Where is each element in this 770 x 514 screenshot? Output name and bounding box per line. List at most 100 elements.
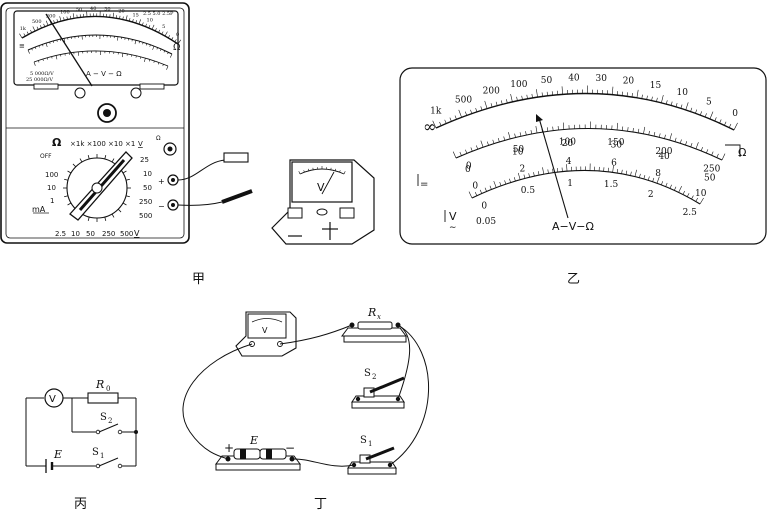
dial-dc-tick	[700, 147, 703, 151]
multimeter-acv-range-4: 250	[139, 198, 152, 206]
black-probe-tip[interactable]	[221, 189, 253, 204]
multimeter-face-class: 2.5 5.0 2.5P	[143, 11, 174, 17]
real-s1-lever[interactable]	[365, 446, 395, 461]
dial-ac-tick	[682, 190, 686, 195]
multimeter-ohm-label: 40	[90, 6, 96, 12]
voltmeter-face-label: V	[317, 181, 325, 194]
real-s2-label: S	[364, 368, 371, 379]
multimeter-ohm-tick	[171, 37, 174, 40]
multimeter-left-tab	[33, 83, 59, 90]
dial-dc-tick	[637, 128, 640, 133]
multimeter-ohm-tick	[151, 24, 155, 30]
multimeter-dc-tick	[38, 45, 40, 48]
multimeter-ac-tick	[55, 55, 58, 60]
dial-ac-symbol: V	[449, 210, 457, 223]
dial-dc-tick	[679, 139, 682, 144]
dial-ohm-tick	[661, 95, 664, 103]
red-probe-tip[interactable]	[223, 152, 249, 163]
multimeter-ma-range-2: 10	[47, 184, 56, 192]
voltmeter-terminal-left[interactable]	[287, 207, 303, 219]
dial-ac-tick	[484, 187, 487, 192]
selector-position-tick	[67, 170, 72, 174]
dial-ac-tick	[678, 185, 682, 193]
multimeter-dc-tick	[52, 40, 55, 43]
real-s2-terminal-left[interactable]	[355, 396, 361, 402]
real-s1-plinth	[347, 467, 397, 475]
multimeter-ohm-tick	[63, 17, 65, 21]
dial-low-label: 4	[566, 157, 572, 167]
dial-ac-label: 1	[567, 179, 573, 189]
multimeter-acv-ranges: 25 10 50 250 500	[139, 156, 152, 220]
multimeter-ohm-tick	[135, 20, 137, 24]
multimeter-needle	[45, 13, 93, 87]
dial-dc-label: 50	[513, 145, 525, 155]
dial-dc-tick	[452, 151, 457, 159]
dial-dc-tick	[632, 127, 634, 132]
multimeter-ac-tick	[153, 60, 155, 63]
wire-vm-to-battery	[182, 343, 253, 460]
selector-position-tick	[67, 202, 72, 206]
multimeter-ohm-tick	[161, 31, 164, 35]
voltmeter-tick	[307, 168, 310, 171]
dial-ac-tick	[504, 180, 507, 185]
multimeter-dc-tick	[142, 42, 144, 45]
dial-dc-tick	[562, 122, 565, 130]
dial-ac-tick	[643, 175, 646, 180]
dial-low-label: 0	[472, 182, 478, 192]
dial-ohm-label: 10	[677, 88, 689, 98]
real-s2-sub: 2	[372, 373, 376, 381]
multimeter-off-label: OFF	[40, 153, 52, 160]
multimeter-ac-tick	[149, 59, 151, 62]
multimeter-dc-tick	[163, 50, 166, 53]
dial-ac-tick	[509, 178, 511, 183]
multimeter-ohm-label: 50	[76, 7, 82, 13]
multimeter-ac-tick	[33, 61, 36, 66]
multimeter-ohm-tick	[138, 19, 141, 25]
dial-infinity: ∞	[423, 117, 436, 136]
dial-ac-tick	[493, 180, 497, 188]
multimeter-ohm-tick	[23, 33, 26, 37]
real-battery-label: E	[249, 434, 258, 447]
multimeter-dc-tick	[31, 48, 33, 51]
real-voltmeter-label: V	[262, 326, 268, 335]
real-s2-hinge	[363, 387, 375, 398]
multimeter-ohm-tick	[177, 39, 182, 45]
multimeter-ohm-tick	[167, 35, 171, 39]
voltmeter-terminal-right[interactable]	[339, 207, 355, 219]
dial-ac-tick	[537, 171, 540, 176]
dial-dc-tick	[465, 149, 468, 154]
real-s2-lever[interactable]	[369, 376, 405, 394]
multimeter-left-screw[interactable]	[74, 87, 86, 99]
schematic-resistor	[87, 392, 119, 404]
multimeter-ma-range-3: 1	[50, 197, 54, 205]
dial-ohm-tick	[516, 96, 518, 101]
caption-ding: 丁	[314, 497, 327, 512]
multimeter-dc-tick	[45, 42, 48, 47]
multimeter-ohm-adjust-center	[167, 146, 173, 152]
real-voltmeter-arc	[251, 318, 283, 323]
real-battery-plinth	[215, 463, 301, 471]
dial-low-label: 2	[519, 165, 525, 175]
voltmeter-tick	[303, 170, 305, 173]
multimeter-right-screw[interactable]	[130, 87, 142, 99]
dial-ac-tick	[674, 186, 677, 191]
dial-ohm-tick	[719, 119, 722, 124]
dial-low-label: 6	[611, 158, 617, 168]
multimeter-dc-tick	[49, 41, 51, 44]
schematic: V R 0 S 2 E S 1	[25, 378, 138, 473]
multimeter-zero-adjust-center	[103, 109, 111, 117]
dial-dc-tick	[685, 141, 688, 146]
multimeter-dcv-range-1: 2.5	[55, 230, 66, 238]
multimeter-ohm-tick	[53, 20, 55, 24]
dial-ac-tick	[474, 191, 478, 196]
dial-dc-tick	[486, 141, 489, 146]
voltmeter-zero-adjust[interactable]	[316, 208, 328, 216]
dial-ohm-tick	[670, 101, 673, 106]
dial-ac-tick	[669, 184, 672, 189]
multimeter-minus-label: −	[158, 202, 165, 211]
multimeter-dcv-range-5: 500	[120, 230, 133, 238]
multimeter-ohm-tick	[19, 33, 23, 39]
dial-dc-tick	[459, 151, 462, 156]
